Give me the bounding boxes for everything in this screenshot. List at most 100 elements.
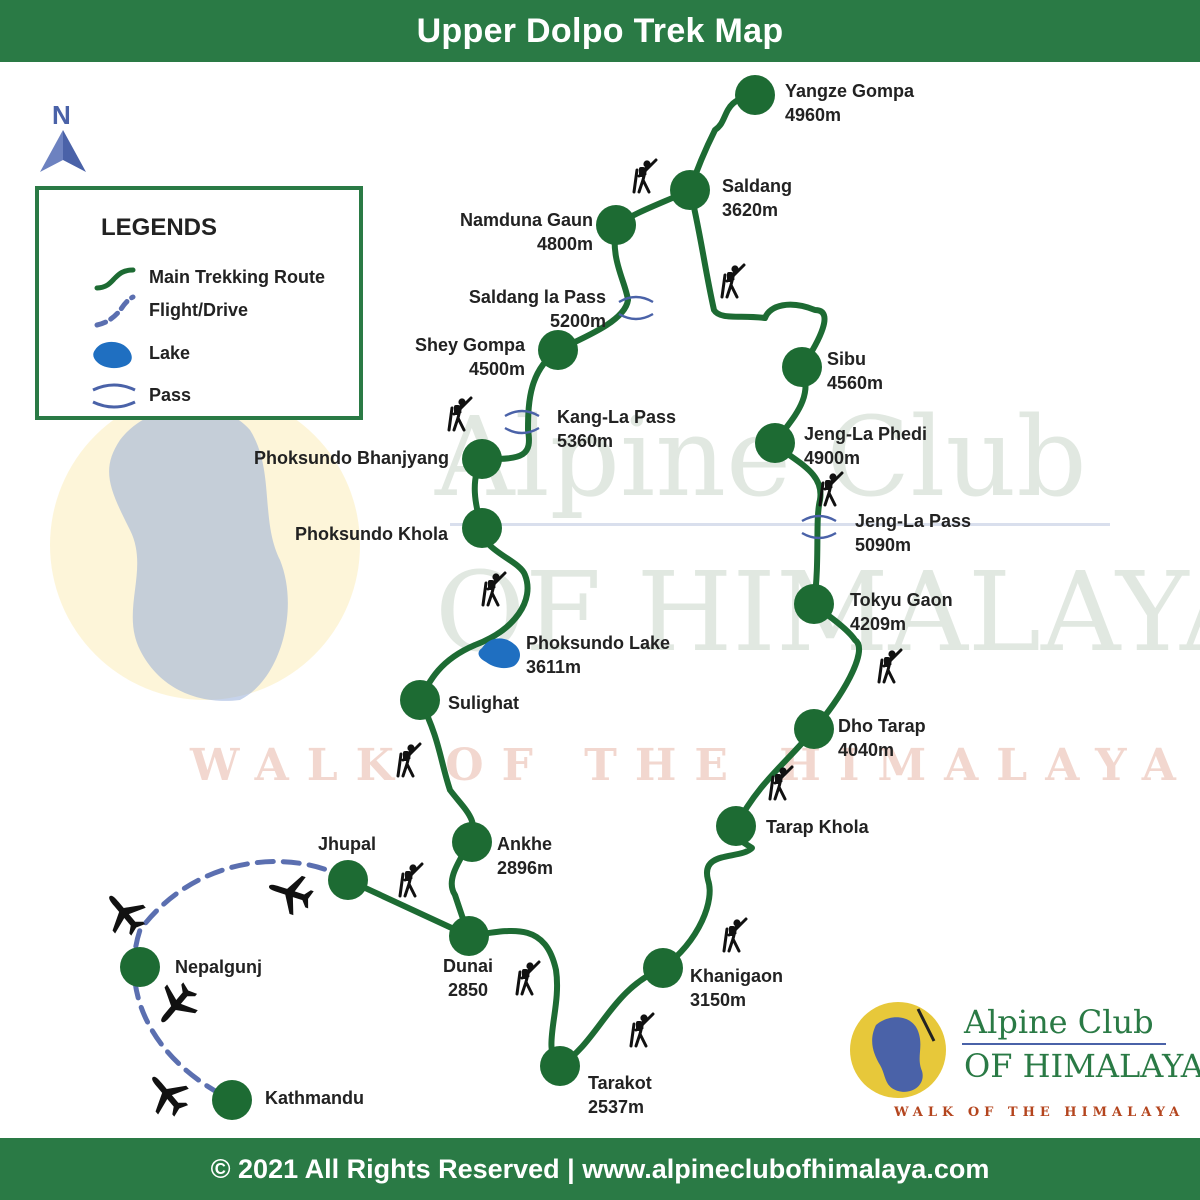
label-saldang: Saldang 3620m [722, 174, 792, 222]
watermark-line1: Alpine Club [434, 393, 1087, 521]
label-tarakot: Tarakot 2537m [588, 1071, 652, 1119]
alpine-club-logo: Alpine Club OF HIMALAYA WALK OF THE HIMA… [846, 995, 1200, 1125]
legend-title: LEGENDS [101, 214, 218, 241]
place-name: Shey Gompa [414, 335, 525, 355]
place-name: Dho Tarap [838, 716, 926, 736]
north-label: N [52, 100, 71, 130]
marker-tarap-khola[interactable] [716, 806, 756, 846]
label-jhupal: Jhupal [318, 832, 376, 856]
label-yangze-gompa: Yangze Gompa 4960m [785, 79, 914, 127]
marker-khanigaon[interactable] [643, 948, 683, 988]
label-khanigaon: Khanigaon 3150m [690, 964, 783, 1012]
place-name: Sulighat [448, 693, 519, 713]
label-dunai: Dunai 2850 [438, 954, 498, 1002]
legend-label: Flight/Drive [149, 300, 249, 320]
marker-phoksundo-bhanjyang[interactable] [462, 439, 502, 479]
marker-ankhe[interactable] [452, 822, 492, 862]
place-altitude: 2850 [447, 980, 489, 1000]
label-namduna-gaun: Namduna Gaun 4800m [455, 208, 593, 256]
label-jeng-la-pass: Jeng-La Pass 5090m [855, 509, 971, 557]
page-title: Upper Dolpo Trek Map [416, 11, 784, 50]
label-tarap-khola: Tarap Khola [766, 815, 869, 839]
legend-item-main-route: Main Trekking Route [39, 260, 359, 296]
marker-phoksundo-khola[interactable] [462, 508, 502, 548]
place-altitude: 4500m [468, 359, 525, 379]
legend-label: Lake [149, 343, 191, 363]
label-sibu: Sibu 4560m [827, 347, 883, 395]
legend-item-lake: Lake [39, 336, 359, 372]
copyright-text: © 2021 All Rights Reserved | www.alpinec… [210, 1153, 990, 1184]
place-altitude: 5090m [855, 535, 912, 555]
flight-route-icon [94, 294, 136, 328]
label-nepalgunj: Nepalgunj [175, 955, 262, 979]
place-name: Tokyu Gaon [850, 590, 953, 610]
place-name: Tarap Khola [766, 817, 869, 837]
place-name: Khanigaon [690, 966, 783, 986]
place-name: Dunai [442, 956, 493, 976]
place-altitude: 3620m [722, 200, 779, 220]
label-kang-la-pass: Kang-La Pass 5360m [557, 405, 676, 453]
place-altitude: 2896m [497, 858, 554, 878]
logo-line2: OF HIMALAYA [964, 1047, 1200, 1085]
footer-bar: © 2021 All Rights Reserved | www.alpinec… [0, 1138, 1200, 1200]
place-name: Phoksundo Khola [295, 524, 448, 544]
marker-sibu[interactable] [782, 347, 822, 387]
label-ankhe: Ankhe 2896m [497, 832, 553, 880]
marker-tarakot[interactable] [540, 1046, 580, 1086]
marker-dunai[interactable] [449, 916, 489, 956]
marker-sulighat[interactable] [400, 680, 440, 720]
marker-yangze-gompa[interactable] [735, 75, 775, 115]
place-name: Nepalgunj [175, 957, 263, 977]
label-tokyu-gaon: Tokyu Gaon 4209m [850, 588, 953, 636]
watermark-tagline: WALK OF THE HIMALAYA [189, 740, 1194, 791]
place-altitude: 4900m [804, 448, 861, 468]
marker-dho-tarap[interactable] [794, 709, 834, 749]
place-name: Jhupal [318, 834, 377, 854]
place-altitude: 4209m [850, 614, 907, 634]
hiker-icon [632, 158, 658, 194]
marker-tokyu-gaon[interactable] [794, 584, 834, 624]
place-altitude: 2537m [588, 1097, 645, 1117]
label-jeng-la-phedi: Jeng-La Phedi 4900m [804, 422, 927, 470]
legend: LEGENDS Main Trekking Route Flight/Drive… [35, 186, 363, 420]
climber-logo-icon [850, 1002, 946, 1098]
place-altitude: 3150m [690, 990, 747, 1010]
label-phoksundo-lake: Phoksundo Lake 3611m [526, 631, 670, 679]
place-altitude: 4560m [827, 373, 884, 393]
header-bar: Upper Dolpo Trek Map [0, 0, 1200, 62]
marker-namduna-gaun[interactable] [596, 205, 636, 245]
place-altitude: 5200m [549, 311, 606, 331]
place-name: Kathmandu [265, 1088, 364, 1108]
logo-divider [962, 1043, 1166, 1045]
label-phoksundo-khola: Phoksundo Khola [295, 522, 448, 546]
lake-icon [93, 341, 132, 369]
place-name: Tarakot [588, 1073, 652, 1093]
place-name: Ankhe [497, 834, 553, 854]
place-name: Saldang [722, 176, 793, 196]
legend-label: Main Trekking Route [149, 267, 326, 287]
airplane-icon [94, 883, 154, 943]
north-arrow-shape [40, 130, 86, 172]
place-name: Kang-La Pass [557, 407, 677, 427]
place-altitude: 4960m [785, 105, 842, 125]
place-altitude: 5360m [557, 431, 614, 451]
marker-kathmandu[interactable] [212, 1080, 252, 1120]
airplane-icon [262, 867, 318, 919]
place-name: Jeng-La Phedi [804, 424, 928, 444]
main-trekking-route [345, 187, 862, 1069]
place-name: Jeng-La Pass [855, 511, 972, 531]
hiker-icon [398, 862, 424, 898]
label-dho-tarap: Dho Tarap 4040m [838, 714, 926, 762]
hiker-icon [515, 960, 541, 996]
marker-saldang[interactable] [670, 170, 710, 210]
marker-shey-gompa[interactable] [538, 330, 578, 370]
marker-jeng-la-phedi[interactable] [755, 423, 795, 463]
marker-nepalgunj[interactable] [120, 947, 160, 987]
pass-icon [92, 383, 136, 409]
place-altitude: 3611m [526, 657, 582, 677]
marker-jhupal[interactable] [328, 860, 368, 900]
place-name: Saldang la Pass [468, 287, 606, 307]
label-shey-gompa: Shey Gompa 4500m [406, 333, 525, 381]
place-name: Sibu [827, 349, 866, 369]
